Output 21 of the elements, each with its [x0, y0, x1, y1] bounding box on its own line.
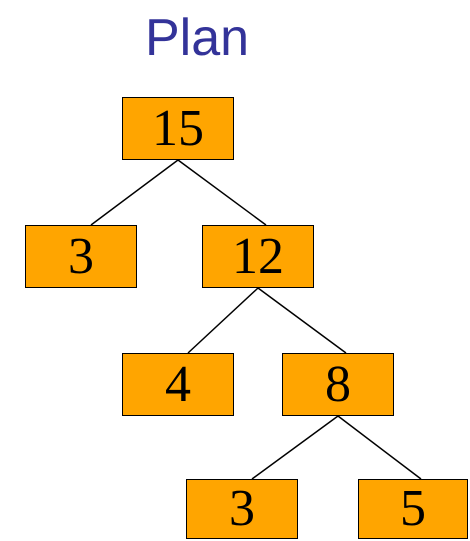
connector-line — [258, 287, 346, 354]
connector-line — [252, 415, 338, 480]
node-value: 4 — [165, 356, 191, 412]
connector-line — [90, 159, 178, 226]
tree-node-box — [25, 225, 137, 288]
tree-node-box — [186, 479, 298, 539]
connector-line — [188, 287, 258, 354]
diagram-title: Plan — [144, 8, 250, 69]
node-value: 3 — [229, 481, 255, 537]
connector-line — [338, 415, 422, 480]
tree-node-box — [122, 353, 234, 416]
node-value: 15 — [152, 100, 204, 156]
tree-node-box — [282, 353, 394, 416]
node-value: 12 — [232, 228, 284, 284]
node-value: 8 — [325, 356, 351, 412]
tree-node-box — [358, 479, 468, 539]
tree-node-box — [202, 225, 314, 288]
node-value: 5 — [400, 481, 426, 537]
node-value: 3 — [68, 228, 94, 284]
tree-node-box — [122, 97, 234, 160]
connector-line — [178, 159, 266, 226]
